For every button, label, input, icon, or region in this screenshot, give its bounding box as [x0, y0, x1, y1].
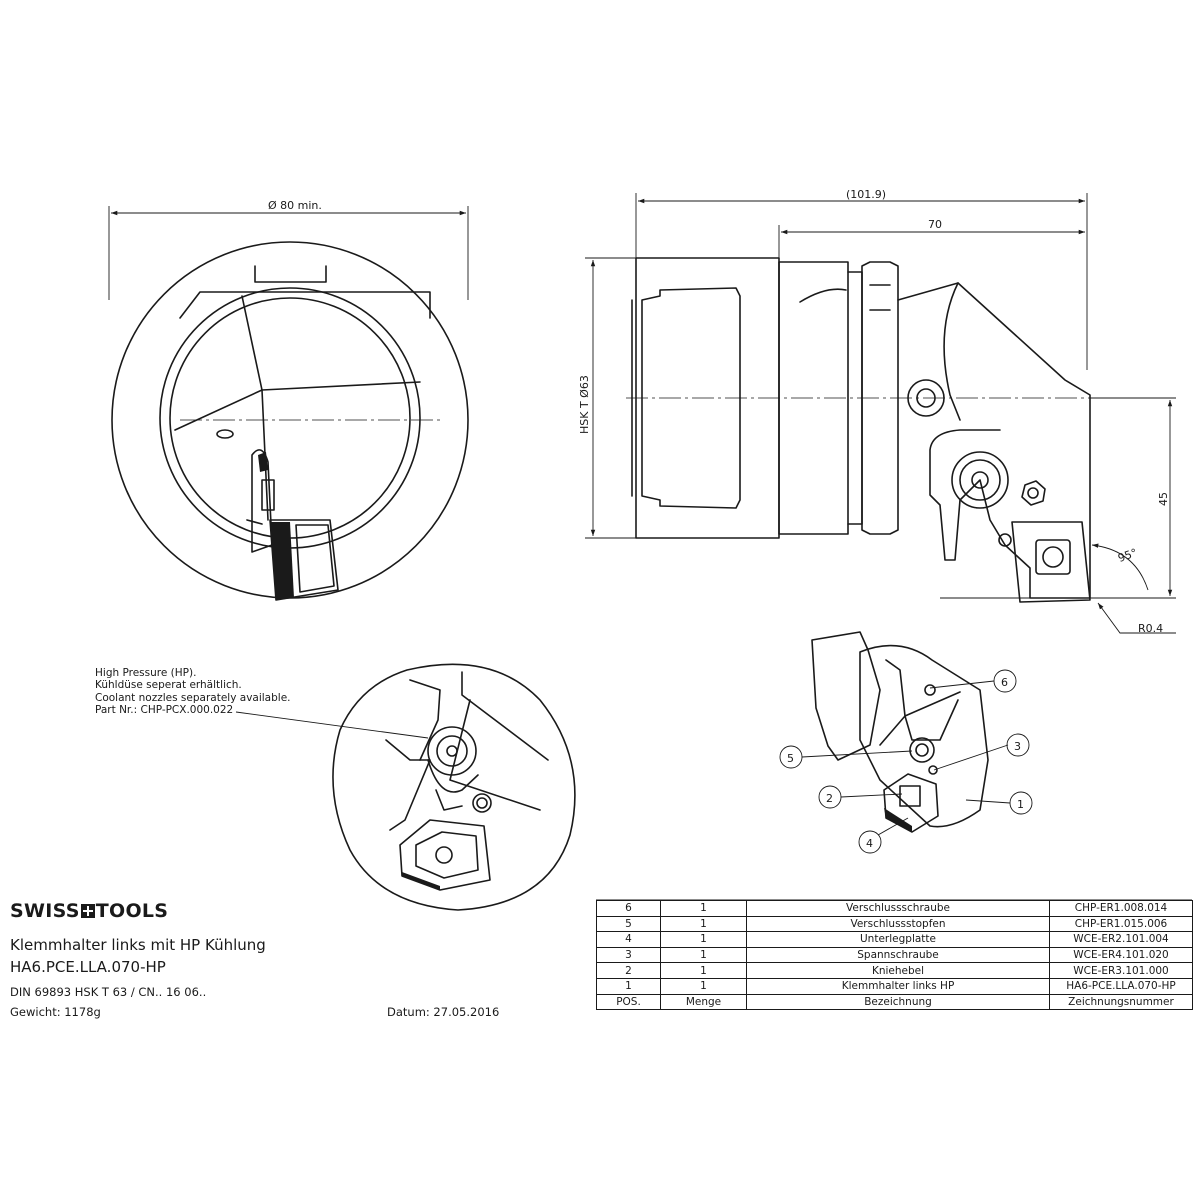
overall-length-label: (101.9) — [846, 188, 886, 201]
callout-3: 3 — [933, 733, 1030, 771]
side-view: (101.9) 70 HSK T Ø63 45 — [578, 188, 1176, 635]
weight: Gewicht: 1178g — [10, 1005, 101, 1019]
length-label: 70 — [928, 218, 942, 231]
name-cell: Kniehebel — [746, 962, 1050, 979]
hp-note-line-4: Part Nr.: CHP-PCX.000.022 — [95, 704, 234, 717]
pos-header: POS. — [596, 993, 661, 1011]
pos-cell: 5 — [596, 915, 661, 933]
front-diameter-label: Ø 80 min. — [268, 199, 322, 212]
table-header-row: POS. Menge Bezeichnung Zeichnungsnummer — [596, 993, 1193, 1011]
table-row: 6 1 Verschlussschraube CHP-ER1.008.014 — [596, 900, 1193, 917]
callout-1: 1 — [965, 791, 1033, 815]
hp-note-line-3: Coolant nozzles separately available. — [95, 691, 291, 704]
table-row: 4 1 Unterlegplatte WCE-ER2.101.004 — [596, 931, 1193, 948]
name-cell: Spannschraube — [746, 946, 1050, 964]
shank-label: HSK T Ø63 — [578, 375, 591, 434]
detail-view — [235, 663, 576, 911]
callout-6: 6 — [929, 669, 1017, 693]
callout-1-label: 1 — [1017, 798, 1024, 811]
pos-cell: 4 — [596, 931, 661, 948]
drawing-cell: CHP-ER1.015.006 — [1049, 915, 1193, 933]
qty-cell: 1 — [660, 931, 747, 948]
swiss-cross-icon — [80, 904, 95, 918]
callout-3-label: 3 — [1014, 740, 1021, 753]
drawing-cell: WCE-ER3.101.000 — [1049, 962, 1193, 979]
name-cell: Verschlussstopfen — [746, 915, 1050, 933]
name-header: Bezeichnung — [746, 993, 1050, 1011]
table-row: 3 1 Spannschraube WCE-ER4.101.020 — [596, 946, 1193, 964]
table-row: 2 1 Kniehebel WCE-ER3.101.000 — [596, 962, 1193, 979]
date: Datum: 27.05.2016 — [387, 1005, 500, 1019]
pos-cell: 6 — [596, 900, 661, 917]
iso-callouts: 6 3 5 1 2 4 — [779, 669, 1033, 854]
qty-cell: 1 — [660, 915, 747, 933]
brand-logo: SWISS TOOLS — [10, 900, 168, 922]
part-number: HA6.PCE.LLA.070-HP — [10, 958, 166, 976]
radius-label: R0.4 — [1138, 622, 1163, 635]
hp-note-line-2: Kühldüse seperat erhältlich. — [95, 679, 242, 692]
brand-left: SWISS — [10, 900, 80, 922]
qty-header: Menge — [660, 993, 747, 1011]
isometric-view — [811, 631, 989, 833]
hp-note-line-1: High Pressure (HP). — [95, 667, 197, 679]
drawing-cell: WCE-ER4.101.020 — [1049, 946, 1193, 964]
qty-cell: 1 — [660, 946, 747, 964]
din-spec: DIN 69893 HSK T 63 / CN.. 16 06.. — [10, 985, 207, 999]
angle-label: 95° — [1116, 546, 1139, 565]
hp-note: High Pressure (HP). Kühldüse seperat erh… — [95, 667, 291, 717]
pos-cell: 1 — [596, 977, 661, 995]
pos-cell: 2 — [596, 962, 661, 979]
callout-2: 2 — [818, 785, 903, 809]
drawing-header: Zeichnungsnummer — [1049, 993, 1193, 1011]
callout-4-label: 4 — [866, 837, 873, 850]
drawing-cell: CHP-ER1.008.014 — [1049, 900, 1193, 917]
front-view: Ø 80 min. — [108, 199, 469, 601]
callout-2-label: 2 — [826, 792, 833, 805]
name-cell: Verschlussschraube — [746, 900, 1050, 917]
table-row: 1 1 Klemmhalter links HP HA6-PCE.LLA.070… — [596, 977, 1193, 995]
callout-4: 4 — [858, 817, 909, 854]
drawing-cell: HA6-PCE.LLA.070-HP — [1049, 977, 1193, 995]
table-row: 5 1 Verschlussstopfen CHP-ER1.015.006 — [596, 915, 1193, 933]
qty-cell: 1 — [660, 900, 747, 917]
callout-5-label: 5 — [787, 752, 794, 765]
brand-right: TOOLS — [95, 900, 169, 922]
qty-cell: 1 — [660, 977, 747, 995]
height-label: 45 — [1157, 492, 1170, 506]
callout-6-label: 6 — [1001, 676, 1008, 689]
name-cell: Unterlegplatte — [746, 931, 1050, 948]
pos-cell: 3 — [596, 946, 661, 964]
drawing-title: Klemmhalter links mit HP Kühlung — [10, 936, 266, 954]
name-cell: Klemmhalter links HP — [746, 977, 1050, 995]
qty-cell: 1 — [660, 962, 747, 979]
callout-5: 5 — [779, 745, 913, 769]
drawing-cell: WCE-ER2.101.004 — [1049, 931, 1193, 948]
parts-table: 6 1 Verschlussschraube CHP-ER1.008.014 5… — [596, 900, 1193, 1011]
